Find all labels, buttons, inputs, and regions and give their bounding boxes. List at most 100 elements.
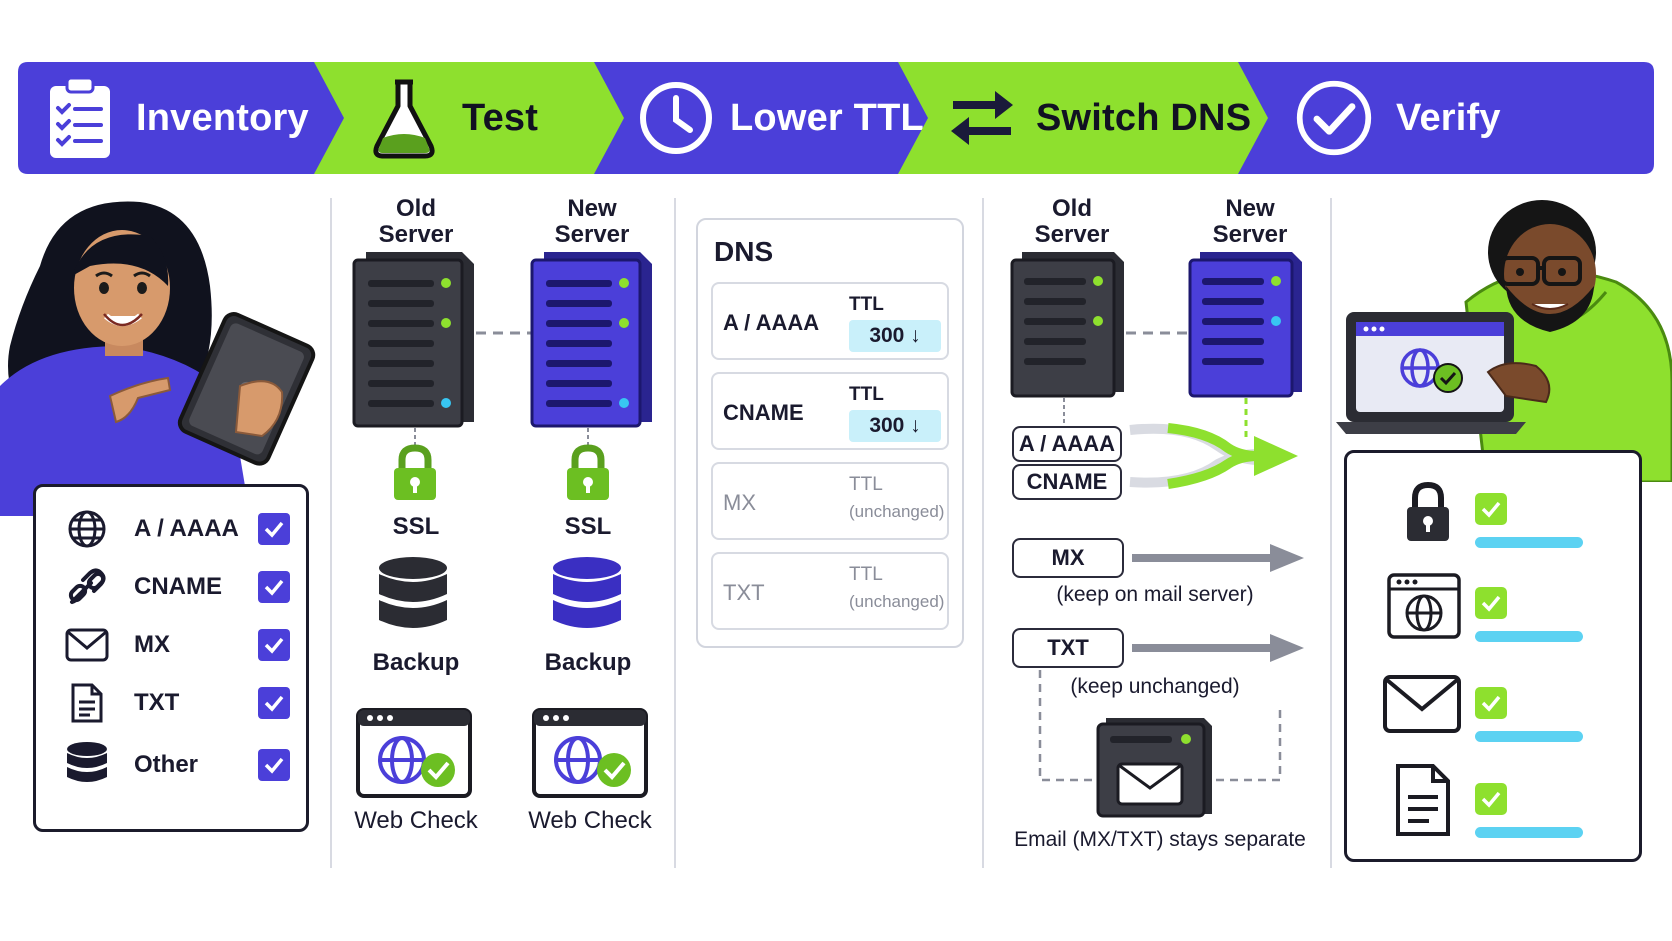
connector-line [1063, 398, 1065, 426]
step-label: Verify [1396, 96, 1501, 139]
progress-bar [1475, 731, 1583, 742]
keep-arrow [1132, 544, 1304, 572]
verify-checklist [1344, 450, 1642, 862]
progress-bar [1475, 827, 1583, 838]
ssl-label: SSL [392, 513, 440, 540]
mx-note: (keep on mail server) [1056, 583, 1254, 606]
document-icon [1396, 764, 1450, 836]
envelope-icon [64, 623, 110, 667]
list-item: MX [64, 623, 290, 667]
clock-icon [636, 78, 716, 158]
new-server-label: New Server [554, 195, 630, 248]
web-check-label: Web Check [528, 807, 652, 834]
step-lower-ttl: Lower TTL [594, 62, 932, 174]
record-box-cname: CNAME [1012, 464, 1122, 500]
step-inventory: Inventory [18, 62, 348, 174]
server-icon [1010, 252, 1124, 398]
list-item: Other [64, 742, 290, 787]
new-server-label: New Server [1212, 195, 1288, 248]
mail-server-icon [1096, 718, 1212, 818]
dns-record-row: TXT TTL (unchanged) [711, 552, 949, 630]
ttl-label: TTL [849, 564, 883, 585]
link-icon [64, 565, 110, 609]
document-icon [64, 681, 110, 725]
ttl-value: (unchanged) [849, 592, 945, 611]
connection-line [476, 331, 536, 335]
man-with-laptop-illustration [1336, 200, 1672, 482]
column-divider [674, 198, 676, 868]
ttl-value: 300 ↓ [849, 410, 941, 442]
ttl-label: TTL [849, 384, 884, 405]
step-label: Switch DNS [1036, 96, 1252, 139]
checkbox[interactable] [258, 749, 290, 781]
dns-records-panel: DNS A / AAAA TTL 300 ↓ CNAME TTL 300 ↓ M… [696, 218, 964, 648]
woman-with-tablet-illustration [0, 201, 316, 516]
status-check-icon [1475, 587, 1507, 619]
status-check-icon [1475, 687, 1507, 719]
record-type-label: A / AAAA [134, 515, 239, 542]
record-box-a-aaaa: A / AAAA [1012, 426, 1122, 462]
record-box-mx: MX [1012, 538, 1124, 578]
record-type-label: CNAME [134, 573, 222, 600]
step-label: Test [462, 96, 539, 139]
record-name: CNAME [723, 400, 804, 425]
list-item: A / AAAA [64, 507, 290, 551]
record-type-label: MX [134, 631, 170, 658]
ttl-label: TTL [849, 474, 883, 495]
list-item: CNAME [64, 565, 290, 609]
dns-record-row: CNAME TTL 300 ↓ [711, 372, 949, 450]
web-check-label: Web Check [354, 807, 478, 834]
lock-icon [567, 444, 609, 500]
list-item: TXT [64, 681, 290, 725]
check-circle-icon [1294, 78, 1374, 158]
column-divider [330, 198, 332, 868]
record-type-label: TXT [134, 689, 180, 716]
record-type-label: Other [134, 751, 199, 778]
step-test: Test [314, 62, 632, 174]
ttl-value: (unchanged) [849, 502, 945, 521]
column-divider [1330, 198, 1332, 868]
swap-arrows-icon [942, 78, 1022, 158]
globe-icon [64, 507, 110, 551]
lock-icon [394, 444, 436, 500]
database-icon [64, 742, 110, 787]
step-verify: Verify [1238, 62, 1654, 174]
dns-record-row: MX TTL (unchanged) [711, 462, 949, 540]
dns-panel-title: DNS [714, 236, 774, 267]
checkbox[interactable] [258, 687, 290, 719]
record-name: MX [723, 490, 756, 515]
progress-bar [1475, 537, 1583, 548]
step-label: Inventory [136, 96, 309, 139]
ssl-label: SSL [564, 513, 612, 540]
inventory-checklist: A / AAAA CNAME MX TXT Other [33, 484, 309, 832]
browser-globe-icon [1387, 573, 1461, 639]
txt-note: (keep unchanged) [1070, 675, 1240, 698]
status-check-icon [1475, 493, 1507, 525]
database-icon [379, 557, 447, 628]
backup-label: Backup [372, 649, 460, 676]
server-icon [530, 252, 652, 428]
flask-icon [364, 78, 444, 159]
record-name: A / AAAA [723, 310, 820, 335]
server-icon [352, 252, 474, 428]
record-name: TXT [723, 580, 765, 605]
dns-record-row: A / AAAA TTL 300 ↓ [711, 282, 949, 360]
ttl-value: 300 ↓ [849, 320, 941, 352]
envelope-icon [1383, 675, 1461, 733]
column-divider [982, 198, 984, 868]
connector-line [1244, 398, 1248, 438]
status-check-icon [1475, 783, 1507, 815]
switch-arrow-icon [1129, 423, 1298, 489]
process-banner: Inventory Test Lower TTL [18, 62, 1654, 174]
step-switch-dns: Switch DNS [898, 62, 1274, 174]
step-label: Lower TTL [730, 96, 924, 139]
server-icon [1188, 252, 1302, 398]
database-icon [553, 557, 621, 628]
email-caption: Email (MX/TXT) stays separate [1014, 828, 1306, 851]
checkbox[interactable] [258, 629, 290, 661]
ttl-label: TTL [849, 294, 884, 315]
checkbox[interactable] [258, 513, 290, 545]
checkbox[interactable] [258, 571, 290, 603]
old-server-label: Old Server [378, 195, 454, 248]
record-box-txt: TXT [1012, 628, 1124, 668]
